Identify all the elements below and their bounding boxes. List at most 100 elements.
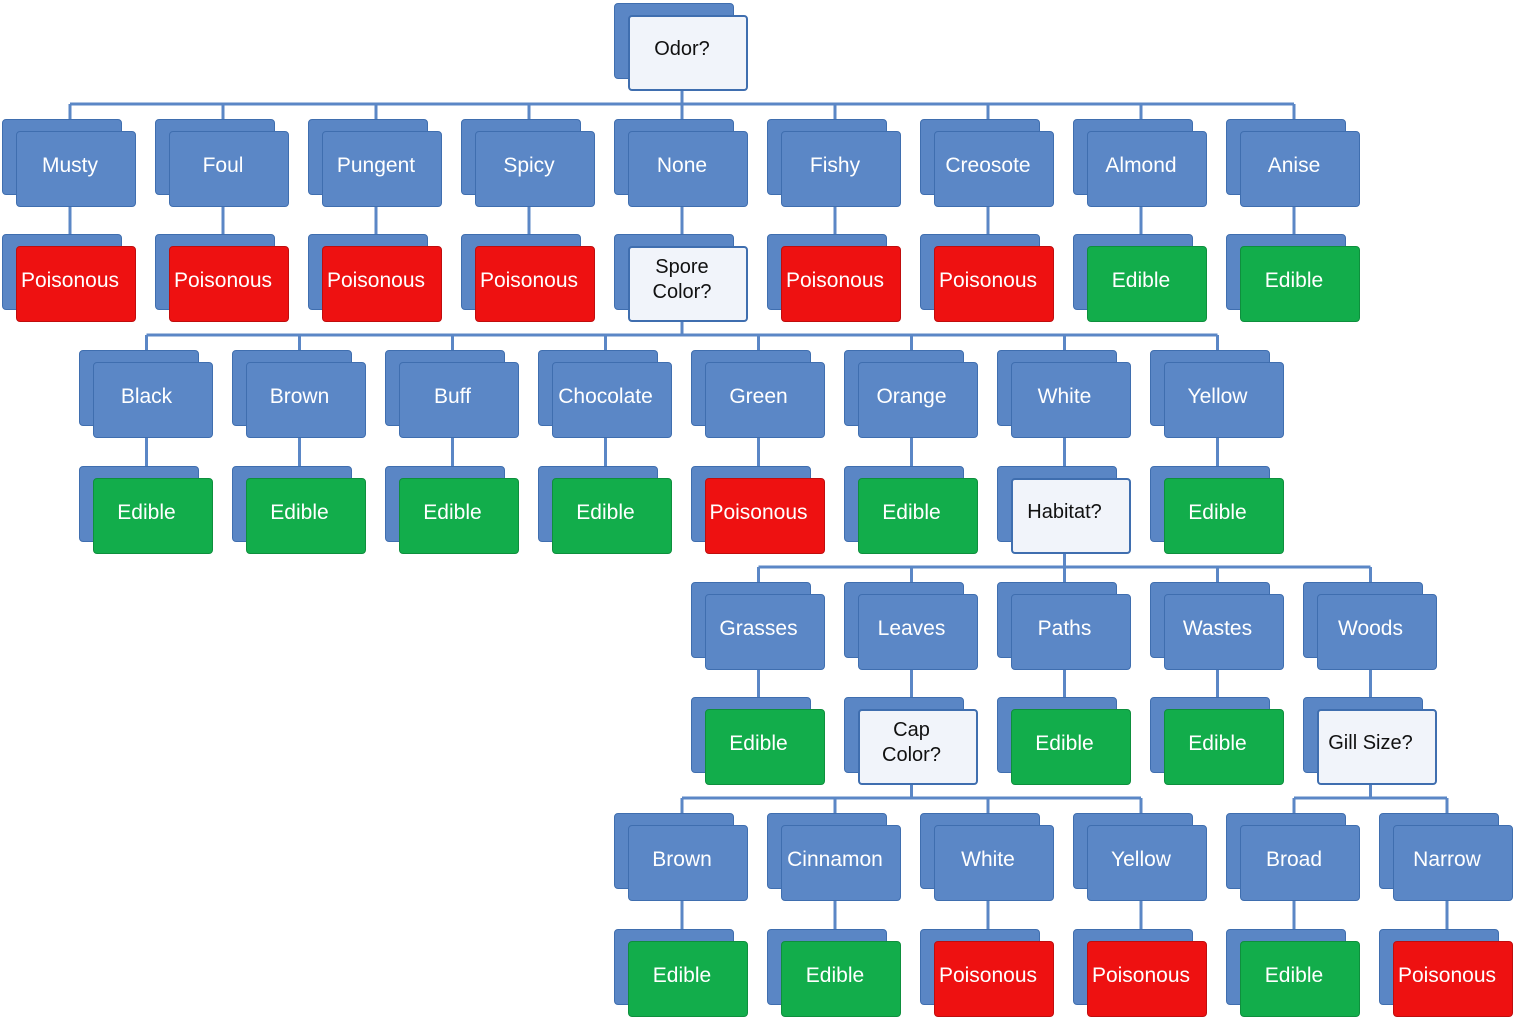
- odor-none-white-question-habitat: Habitat?: [996, 466, 1133, 554]
- odor-none-white-leaves-value-yellow-box: [1087, 825, 1207, 901]
- odor-none-white-leaves-value-cinnamon-leaf-edible-label: Edible: [805, 963, 865, 987]
- odor-none-white-leaves-value-yellow: Yellow: [1073, 813, 1209, 901]
- odor-none-value-orange: Orange: [843, 350, 980, 438]
- odor-none-value-yellow-leaf-edible-box: [1163, 478, 1284, 554]
- odor-none-white-value-wastes-leaf-edible: Edible: [1149, 697, 1286, 785]
- odor-value-fishy-leaf-poisonous-label: Poisonous: [785, 268, 885, 292]
- odor-none-white-value-woods-box: [1316, 594, 1437, 670]
- odor-none-white-woods-value-broad-label: Broad: [1265, 847, 1323, 871]
- odor-none-white-woods-value-broad-leaf-edible: Edible: [1226, 929, 1362, 1017]
- odor-none-white-value-grasses-leaf-edible: Edible: [690, 697, 827, 785]
- odor-none-value-yellow-leaf-edible-label: Edible: [1188, 500, 1247, 524]
- odor-none-white-woods-value-narrow-leaf-poisonous-box: [1393, 941, 1513, 1017]
- odor-none-value-brown: Brown: [231, 350, 368, 438]
- odor-none-white-woods-value-narrow-label: Narrow: [1413, 847, 1481, 871]
- odor-none-value-buff-label: Buff: [434, 384, 471, 408]
- odor-value-pungent-leaf-poisonous: Poisonous: [308, 234, 444, 322]
- odor-value-spicy-box: [475, 131, 595, 207]
- odor-value-anise-leaf-edible-label: Edible: [1264, 268, 1324, 292]
- odor-none-value-green-leaf-poisonous-box: [704, 478, 825, 554]
- odor-none-white-value-paths-leaf-edible: Edible: [996, 697, 1133, 785]
- odor-none-white-value-paths-leaf-edible-box: [1010, 709, 1131, 785]
- odor-none-value-green-leaf-poisonous: Poisonous: [690, 466, 827, 554]
- odor-none-white-leaves-value-brown-box: [628, 825, 748, 901]
- odor-value-none-box: [628, 131, 748, 207]
- odor-none-white-leaves-value-brown-leaf-edible-label: Edible: [652, 963, 712, 987]
- odor-none-white-leaves-value-brown-leaf-edible-box: [628, 941, 748, 1017]
- odor-value-musty-box: [16, 131, 136, 207]
- odor-none-white-value-woods-label: Woods: [1338, 616, 1403, 640]
- odor-none-value-green-label: Green: [729, 384, 788, 408]
- odor-none-value-green-leaf-poisonous-label: Poisonous: [709, 500, 808, 524]
- odor-none-value-black-box: [92, 362, 213, 438]
- odor-none-white-woods-question-gill-size-label: Gill Size?: [1328, 731, 1413, 754]
- odor-value-musty-label: Musty: [41, 153, 98, 177]
- odor-none-white-leaves-value-white-leaf-poisonous-box: [934, 941, 1054, 1017]
- odor-none-value-black-leaf-edible-label: Edible: [117, 500, 176, 524]
- odor-none-value-orange-label: Orange: [876, 384, 947, 408]
- odor-none-value-white: White: [996, 350, 1133, 438]
- odor-none-white-value-leaves-box: [857, 594, 978, 670]
- odor-none-white-woods-value-narrow-leaf-poisonous-label: Poisonous: [1397, 963, 1497, 987]
- odor-none-white-leaves-value-white-box: [934, 825, 1054, 901]
- odor-none-value-green-box: [704, 362, 825, 438]
- odor-none-value-buff-leaf-edible: Edible: [384, 466, 521, 554]
- odor-none-value-green: Green: [690, 350, 827, 438]
- odor-none-white-value-grasses-leaf-edible-label: Edible: [729, 731, 788, 755]
- odor-value-almond-label: Almond: [1105, 153, 1177, 177]
- odor-value-foul: Foul: [155, 119, 291, 207]
- odor-value-anise-box: [1240, 131, 1360, 207]
- odor-none-value-yellow-box: [1163, 362, 1284, 438]
- odor-value-pungent: Pungent: [308, 119, 444, 207]
- odor-none-white-value-paths-leaf-edible-label: Edible: [1035, 731, 1094, 755]
- odor-none-white-value-grasses-leaf-edible-box: [704, 709, 825, 785]
- odor-none-value-buff-leaf-edible-label: Edible: [423, 500, 482, 524]
- odor-none-white-woods-value-broad-leaf-edible-box: [1240, 941, 1360, 1017]
- odor-value-anise-label: Anise: [1267, 153, 1321, 177]
- odor-question-odor: Odor?: [614, 3, 750, 91]
- odor-none-value-chocolate-label: Chocolate: [558, 384, 653, 408]
- odor-none-white-leaves-value-cinnamon-leaf-edible: Edible: [767, 929, 903, 1017]
- odor-none-value-white-label: White: [1037, 384, 1092, 408]
- odor-none-value-orange-leaf-edible-label: Edible: [882, 500, 941, 524]
- odor-value-musty-leaf-poisonous-label: Poisonous: [20, 268, 120, 292]
- odor-value-foul-leaf-poisonous-box: [169, 246, 289, 322]
- odor-value-creosote-label: Creosote: [945, 153, 1031, 177]
- odor-value-foul-box: [169, 131, 289, 207]
- odor-none-white-value-grasses-box: [704, 594, 825, 670]
- odor-none-value-chocolate-leaf-edible-box: [551, 478, 672, 554]
- odor-none-white-leaves-value-brown-label: Brown: [652, 847, 712, 871]
- odor-value-musty: Musty: [2, 119, 138, 207]
- odor-none-white-leaves-question-cap-color-box: [857, 709, 978, 785]
- odor-value-pungent-label: Pungent: [336, 153, 416, 177]
- odor-value-spicy: Spicy: [461, 119, 597, 207]
- odor-none-white-value-grasses-label: Grasses: [719, 616, 798, 640]
- odor-none-white-value-wastes: Wastes: [1149, 582, 1286, 670]
- odor-value-creosote-leaf-poisonous-label: Poisonous: [938, 268, 1038, 292]
- odor-none-value-orange-leaf-edible-box: [857, 478, 978, 554]
- odor-question-odor-label: Odor?: [654, 37, 710, 60]
- odor-none-white-leaves-value-brown: Brown: [614, 813, 750, 901]
- odor-value-fishy-leaf-poisonous: Poisonous: [767, 234, 903, 322]
- odor-none-value-orange-leaf-edible: Edible: [843, 466, 980, 554]
- odor-none-white-value-grasses: Grasses: [690, 582, 827, 670]
- odor-value-musty-leaf-poisonous-box: [16, 246, 136, 322]
- odor-value-anise: Anise: [1226, 119, 1362, 207]
- odor-value-creosote-leaf-poisonous: Poisonous: [920, 234, 1056, 322]
- odor-none-white-woods-value-narrow: Narrow: [1379, 813, 1515, 901]
- odor-none-value-black-label: Black: [120, 384, 173, 408]
- odor-none-value-chocolate-leaf-edible: Edible: [537, 466, 674, 554]
- odor-value-anise-leaf-edible-box: [1240, 246, 1360, 322]
- odor-none-question-spore-color-label: Spore Color?: [652, 256, 712, 303]
- odor-value-fishy-leaf-poisonous-box: [781, 246, 901, 322]
- odor-value-spicy-leaf-poisonous: Poisonous: [461, 234, 597, 322]
- odor-none-white-leaves-value-white-leaf-poisonous: Poisonous: [920, 929, 1056, 1017]
- odor-value-spicy-label: Spicy: [503, 153, 555, 177]
- odor-none-white-leaves-value-white-label: White: [961, 847, 1015, 871]
- odor-none-white-value-leaves: Leaves: [843, 582, 980, 670]
- odor-question-odor-box: [628, 15, 748, 91]
- odor-none-value-brown-leaf-edible-label: Edible: [270, 500, 329, 524]
- odor-none-white-leaves-question-cap-color-label: Cap Color?: [882, 719, 941, 766]
- odor-none-value-brown-box: [245, 362, 366, 438]
